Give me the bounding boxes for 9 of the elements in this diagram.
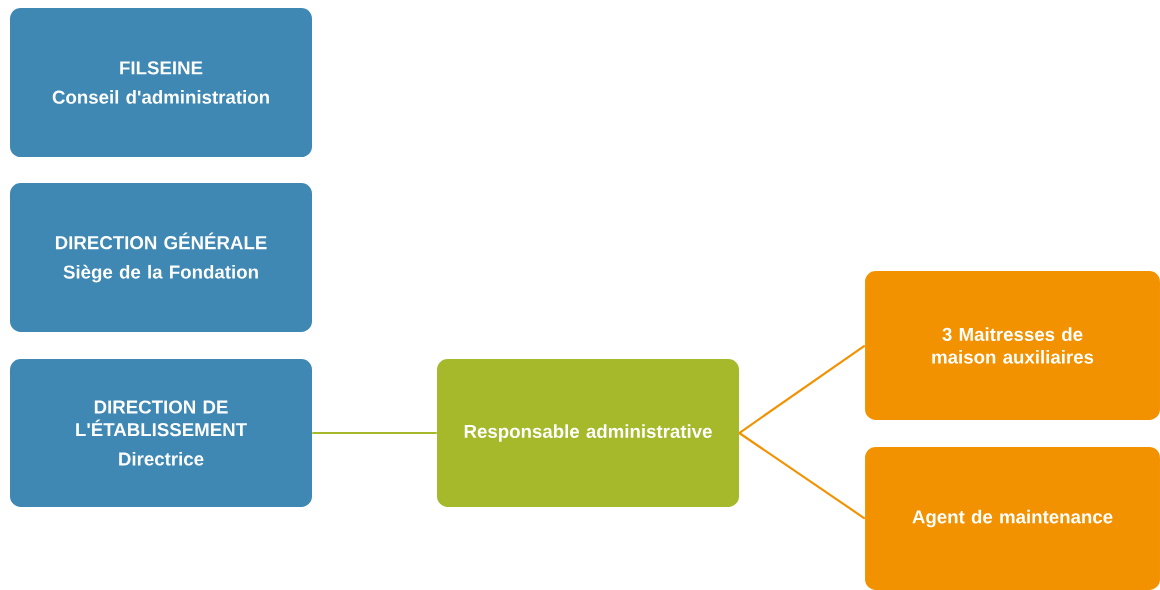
org-box: Responsable administrative [437, 359, 739, 507]
org-box: DIRECTION DE L'ÉTABLISSEMENT Directrice [10, 359, 312, 507]
connector-line [738, 432, 866, 520]
connector-line [738, 344, 866, 434]
connector-line [312, 431, 437, 435]
org-box: 3 Maitresses de maison auxiliaires [865, 270, 1160, 421]
org-box: Agent de maintenance [865, 447, 1160, 590]
org-box: DIRECTION GÉNÉRALE Siège de la Fondation [10, 182, 312, 333]
org-box: FILSEINE Conseil d'administration [10, 8, 312, 158]
